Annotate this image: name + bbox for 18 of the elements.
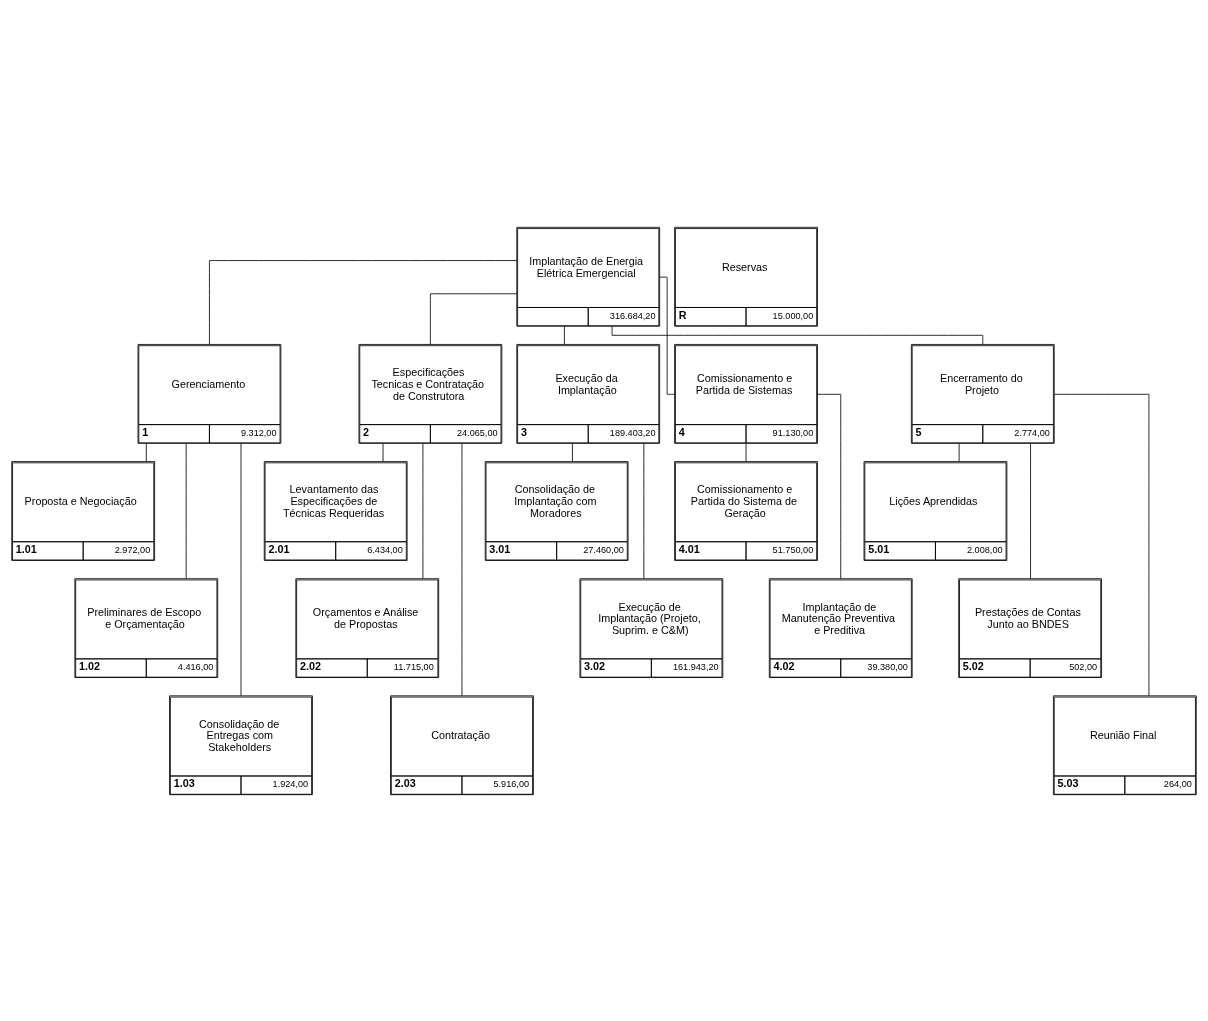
connector <box>145 442 147 462</box>
connector <box>422 442 424 579</box>
connector <box>382 442 384 462</box>
connector <box>1054 393 1150 696</box>
connector <box>572 442 573 462</box>
connector <box>209 259 518 345</box>
connector <box>185 442 187 579</box>
connector <box>240 442 242 696</box>
connector <box>461 442 463 696</box>
connector <box>564 325 565 345</box>
connector <box>1030 442 1031 579</box>
connector <box>659 276 675 395</box>
connector <box>958 442 960 462</box>
connector <box>817 393 842 579</box>
connector <box>611 325 984 345</box>
connector <box>429 292 518 345</box>
connector <box>745 442 747 462</box>
connector <box>643 442 645 579</box>
